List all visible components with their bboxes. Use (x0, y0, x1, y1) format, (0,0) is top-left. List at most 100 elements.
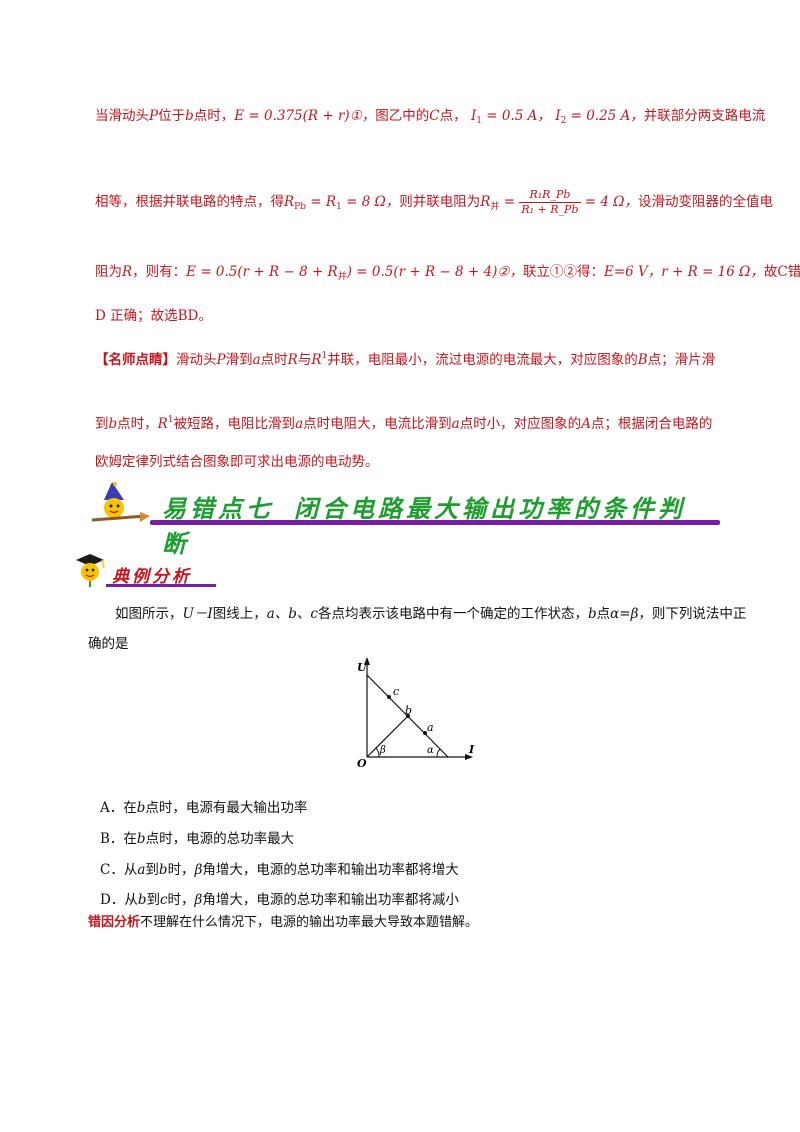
e-value: E=6 V， (603, 264, 662, 280)
text: 并联，电阻最小，流过电源的电流最大，对应图象的 (327, 352, 638, 368)
var-a: a (295, 416, 304, 432)
text: B．在 (100, 831, 137, 847)
text: 如图所示， (115, 606, 183, 622)
text: 角增大，电源的总功率和输出功率都将增大 (202, 862, 459, 878)
text: 滑到 (225, 352, 253, 368)
var-r: R (480, 194, 491, 210)
formula-e: E = 0.375(R + r)①， (234, 108, 376, 124)
axis-u-label: U (357, 661, 368, 674)
tip-label: 【名师点睛】 (95, 352, 176, 368)
text: 当滑动头 (95, 108, 149, 124)
tip-line-2: 到b点时，R1被短路，电阻比滑到a点时电阻大，电流比滑到a点时小，对应图象的A点… (95, 410, 712, 434)
eq: = R (306, 194, 337, 210)
text: D．从 (100, 892, 138, 908)
i2-value: = 0.25 A， (566, 108, 644, 124)
angle-alpha-label: α (427, 745, 434, 756)
var-a: a (451, 416, 460, 432)
sub: 1 (476, 116, 483, 126)
solution-line-3: 阻为R，则有：E = 0.5(r + R − 8 + R并) = 0.5(r +… (95, 262, 800, 287)
text: 点， (439, 108, 467, 124)
sub: 并 (337, 272, 347, 282)
ui-graph-figure: U I O c b a β α (357, 657, 475, 770)
text: 设滑动变阻器的全值电 (637, 194, 773, 210)
banner-underline (150, 520, 720, 525)
example-banner: 典例分析 (70, 552, 220, 588)
formula: ) = 0.5(r + R − 8 + 4)②， (346, 264, 523, 280)
text: 位于 (158, 108, 186, 124)
text: 角增大，电源的总功率和输出功率都将减小 (202, 892, 459, 908)
solution-line-1: 当滑动头P位于b点时，E = 0.375(R + r)①，图乙中的C点， I1 … (95, 106, 765, 131)
tip-line-1: 【名师点睛】滑动头P滑到a点时R与R1并联，电阻最小，流过电源的电流最大，对应图… (95, 346, 715, 370)
question-line-1: 如图所示，U－I图线上，a、b、c各点均表示该电路中有一个确定的工作状态，b点α… (115, 604, 746, 624)
sub: 并 (490, 202, 500, 212)
var-ui: U－I (182, 606, 213, 622)
var-b: b (136, 831, 146, 847)
text: 故C错误， (763, 264, 800, 280)
rpb-value: = 8 Ω， (341, 194, 400, 210)
i1-value: = 0.5 A， (482, 108, 551, 124)
var-r: R (284, 194, 295, 210)
sub: 1 (336, 202, 342, 212)
text: 到 (146, 892, 160, 908)
error-label: 错因分析 (88, 915, 141, 930)
var-alpha-beta: α=β (610, 606, 639, 622)
var-a: a (252, 352, 261, 368)
var-r: R (287, 352, 298, 368)
rr-value: r + R = 16 Ω， (661, 264, 764, 280)
text: A．在 (100, 800, 137, 816)
var-b: b (136, 800, 146, 816)
text: 点时，电源的总功率最大 (145, 831, 295, 847)
example-label-part1: 典例 (112, 567, 152, 587)
text: 与 (297, 352, 312, 368)
text: 点；滑片滑 (647, 352, 716, 368)
text: ，则下列说法中正 (638, 606, 747, 622)
origin-label: O (357, 757, 367, 770)
scholar-mascot-icon (76, 554, 105, 587)
var-abc: a、b、c (266, 606, 318, 622)
banner-title-part1: 易错点七 (162, 495, 274, 523)
option-d: D．从b到c时，β角增大，电源的总功率和输出功率都将减小 (100, 888, 459, 908)
var-i2: I (555, 108, 561, 124)
var-b: B (637, 352, 648, 368)
var-b: b (587, 606, 597, 622)
var-beta: β (194, 892, 203, 908)
text: 到 (145, 862, 159, 878)
point-c-label: c (393, 685, 399, 698)
var-b: b (108, 416, 118, 432)
sub: 2 (560, 116, 567, 126)
section-banner: 易错点七闭合电路最大输出功率的条件判断 (90, 482, 725, 558)
text: 时， (167, 892, 195, 908)
text: 图乙中的 (375, 108, 430, 124)
text: 点时电阻大，电流比滑到 (303, 416, 452, 432)
sup: 1 (321, 351, 328, 361)
text: 点；根据闭合电路的 (590, 416, 713, 432)
text: 点时， (193, 108, 235, 124)
point-a-label: a (427, 721, 434, 734)
example-label-part2: 分析 (152, 567, 192, 587)
question-line-2: 确的是 (88, 636, 129, 652)
angle-beta-label: β (379, 745, 386, 756)
formula: E = 0.5(r + R − 8 + R (186, 264, 338, 280)
text: 时， (167, 862, 195, 878)
text: 点时， (117, 416, 158, 432)
eq: = (499, 194, 520, 210)
text: 阻为 (95, 264, 122, 280)
text: 相等，根据并联电路的特点，得 (95, 194, 284, 210)
var-a: a (137, 862, 146, 878)
var-b: b (137, 892, 147, 908)
var-beta: β (194, 862, 203, 878)
var-c: C (429, 108, 440, 124)
option-a: A．在b点时，电源有最大输出功率 (100, 796, 307, 816)
text: 并联部分两支路电流 (643, 108, 766, 124)
solution-line-4: D 正确；故选BD。 (95, 308, 212, 324)
var-r1: R (311, 352, 322, 368)
banner-title: 易错点七闭合电路最大输出功率的条件判断 (162, 489, 725, 559)
text: C．从 (100, 862, 138, 878)
text: 各点均表示该电路中有一个确定的工作状态， (317, 606, 588, 622)
text: 到 (95, 416, 109, 432)
denominator: R₁ + R_Pb (521, 203, 579, 216)
var-b: b (158, 862, 168, 878)
text: 被短路，电阻比滑到 (173, 416, 296, 432)
